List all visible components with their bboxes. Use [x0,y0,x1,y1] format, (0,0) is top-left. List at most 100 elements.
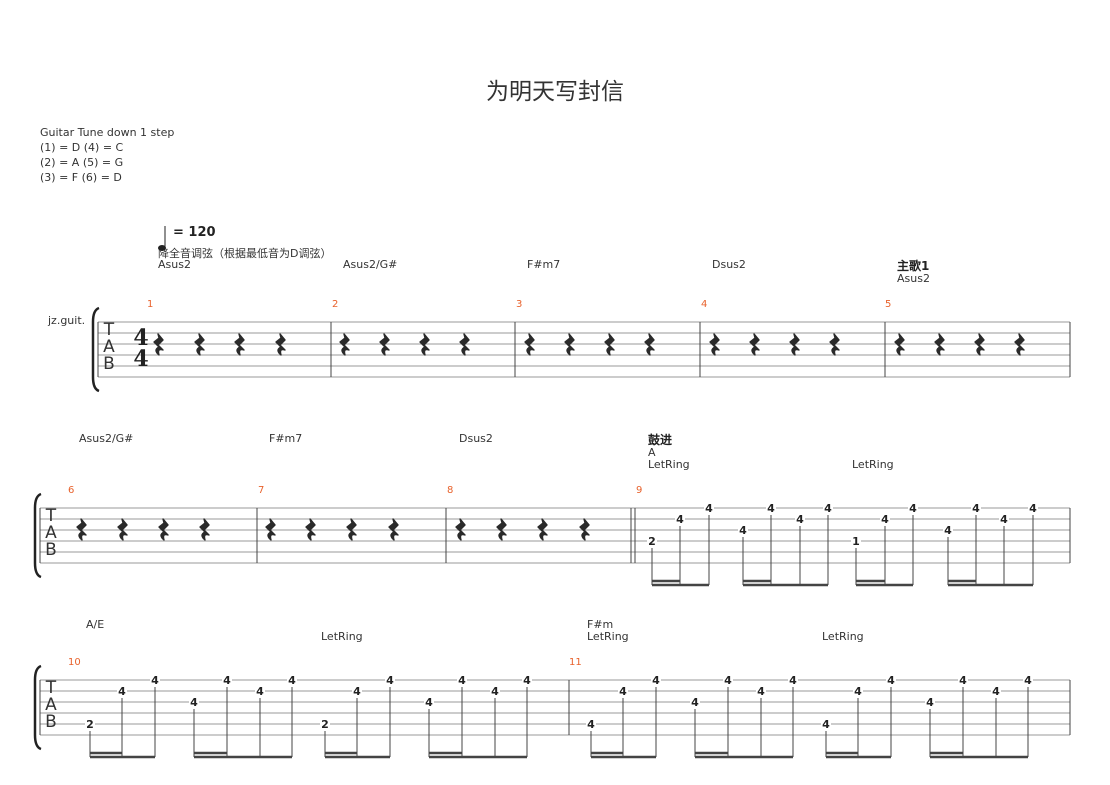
fret-number: 4 [944,524,952,537]
quarter-rest [459,333,470,356]
song-title: 为明天写封信 [486,79,624,105]
fret-background [189,695,199,708]
fret-number: 4 [767,502,775,515]
fret-number: 2 [86,718,94,731]
let-ring-marking: LetRing [822,630,864,643]
fret-background [85,717,95,730]
fret-number: 4 [739,524,747,537]
chord-label: Asus2 [158,258,191,271]
fret-number: 4 [1024,674,1032,687]
fret-number: 4 [619,685,627,698]
fret-background [457,673,467,686]
quarter-rest [346,518,357,541]
chord-label: A/E [86,618,105,631]
fret-background [704,501,714,514]
quarter-rest [749,333,760,356]
quarter-rest [604,333,615,356]
fret-background [723,673,733,686]
measure-number: 1 [147,299,154,310]
tab-clef-letter: T [45,678,57,698]
fret-number: 4 [223,674,231,687]
section-label: 鼓进 [648,433,673,447]
tab-clef-letter: B [103,354,115,374]
fret-number: 4 [425,696,433,709]
measure-number: 2 [332,299,339,310]
let-ring-marking: LetRing [321,630,363,643]
quarter-rest [644,333,655,356]
chord-label: Asus2/G# [343,258,398,271]
fret-background [287,673,297,686]
fret-number: 2 [648,535,656,548]
chord-label: Dsus2 [459,432,493,445]
fret-background [117,684,127,697]
let-ring-marking: LetRing [852,458,894,471]
fret-background [255,684,265,697]
fret-background [586,717,596,730]
fret-background [788,673,798,686]
fret-number: 4 [887,674,895,687]
fret-background [675,512,685,525]
fret-background [738,523,748,536]
fret-background [424,695,434,708]
quarter-rest [339,333,350,356]
fret-number: 4 [118,685,126,698]
fret-background [958,673,968,686]
fret-number: 4 [909,502,917,515]
fret-number: 4 [972,502,980,515]
fret-number: 4 [796,513,804,526]
let-ring-marking: LetRing [648,458,690,471]
fret-background [908,501,918,514]
fret-background [651,673,661,686]
chord-label: Asus2/G# [79,432,134,445]
measure-number: 3 [516,299,523,310]
fret-background [150,673,160,686]
staff-bracket [91,306,100,393]
time-signature: 4 [133,325,148,351]
time-signature: 4 [133,346,148,372]
fret-background [756,684,766,697]
quarter-rest [117,518,128,541]
tempo-marking: = 120 [173,225,216,240]
fret-background [971,501,981,514]
tuning-heading: Guitar Tune down 1 step [40,126,175,139]
fret-number: 4 [386,674,394,687]
quarter-rest [76,518,87,541]
quarter-rest [158,518,169,541]
fret-background [222,673,232,686]
chord-label: Asus2 [897,272,930,285]
staff-bracket [33,492,42,579]
fret-number: 1 [852,535,860,548]
quarter-rest [829,333,840,356]
measure-number: 10 [68,657,81,668]
fret-number: 4 [822,718,830,731]
fret-background [618,684,628,697]
fret-background [853,684,863,697]
fret-number: 2 [321,718,329,731]
quarter-rest [379,333,390,356]
quarter-rest [275,333,286,356]
fret-background [690,695,700,708]
tab-clef-letter: A [45,695,57,715]
tab-clef-letter: A [45,523,57,543]
fret-number: 4 [824,502,832,515]
quarter-rest [455,518,466,541]
fret-background [943,523,953,536]
quarter-rest [153,333,164,356]
fret-number: 4 [926,696,934,709]
section-label: 主歌1 [897,259,930,273]
chord-label: F#m7 [269,432,303,445]
chord-label: Dsus2 [712,258,746,271]
quarter-rest [894,333,905,356]
fret-number: 4 [992,685,1000,698]
quarter-rest [524,333,535,356]
fret-background [880,512,890,525]
measure-number: 6 [68,485,75,496]
quarter-rest [496,518,507,541]
measure-number: 8 [447,485,454,496]
measure-number: 4 [701,299,708,310]
tab-clef-letter: T [103,320,115,340]
tab-clef-letter: B [45,540,57,560]
fret-background [385,673,395,686]
fret-number: 4 [724,674,732,687]
